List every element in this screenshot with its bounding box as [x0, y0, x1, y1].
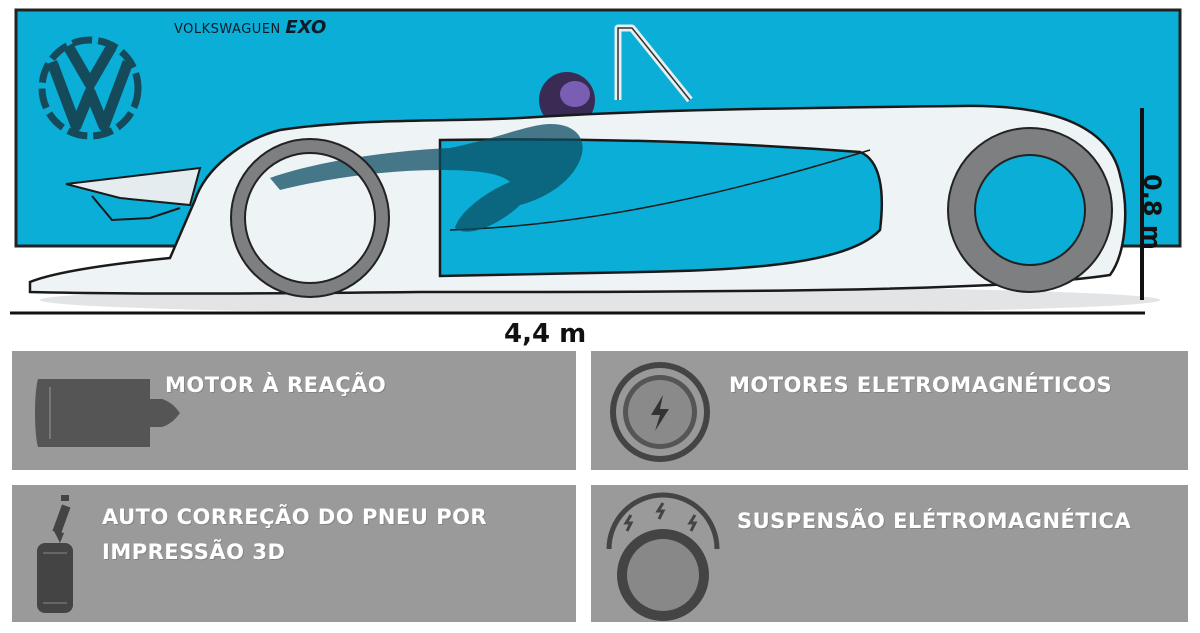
brand-name: VOLKSWAGUEN	[174, 22, 281, 37]
length-dimension-label: 4,4 m	[504, 319, 587, 349]
feature-panel-tire-3d-print: AUTO CORREÇÃO DO PNEU POR IMPRESSÃO 3D	[12, 485, 576, 622]
front-wheel	[230, 138, 390, 298]
feature-title: SUSPENSÃO ELÉTROMAGNÉTICA	[737, 509, 1132, 533]
magnetic-suspension-icon	[606, 492, 720, 621]
feature-title-line-2: IMPRESSÃO 3D	[102, 540, 286, 564]
car-illustration	[10, 8, 1182, 315]
feature-title: MOTOR À REAÇÃO	[165, 373, 387, 397]
height-dimension-label: 0,8 m	[1138, 174, 1166, 250]
feature-title-line-1: AUTO CORREÇÃO DO PNEU POR	[102, 505, 488, 529]
electric-motor-icon	[610, 362, 710, 462]
tire-3d-print-icon	[37, 495, 73, 613]
vw-logo	[38, 36, 142, 140]
brand-label: VOLKSWAGUEN EXO	[174, 17, 326, 38]
feature-panel-jet-engine: MOTOR À REAÇÃO	[12, 351, 576, 470]
driver	[270, 124, 583, 232]
feature-panel-electric-motors: MOTORES ELETROMAGNÉTICOS	[591, 351, 1188, 470]
model-name: EXO	[285, 17, 327, 38]
rear-wheel	[947, 127, 1113, 293]
feature-panel-magnetic-suspension: SUSPENSÃO ELÉTROMAGNÉTICA	[591, 485, 1188, 622]
jet-engine-icon	[35, 379, 180, 447]
feature-title: MOTORES ELETROMAGNÉTICOS	[729, 373, 1113, 397]
